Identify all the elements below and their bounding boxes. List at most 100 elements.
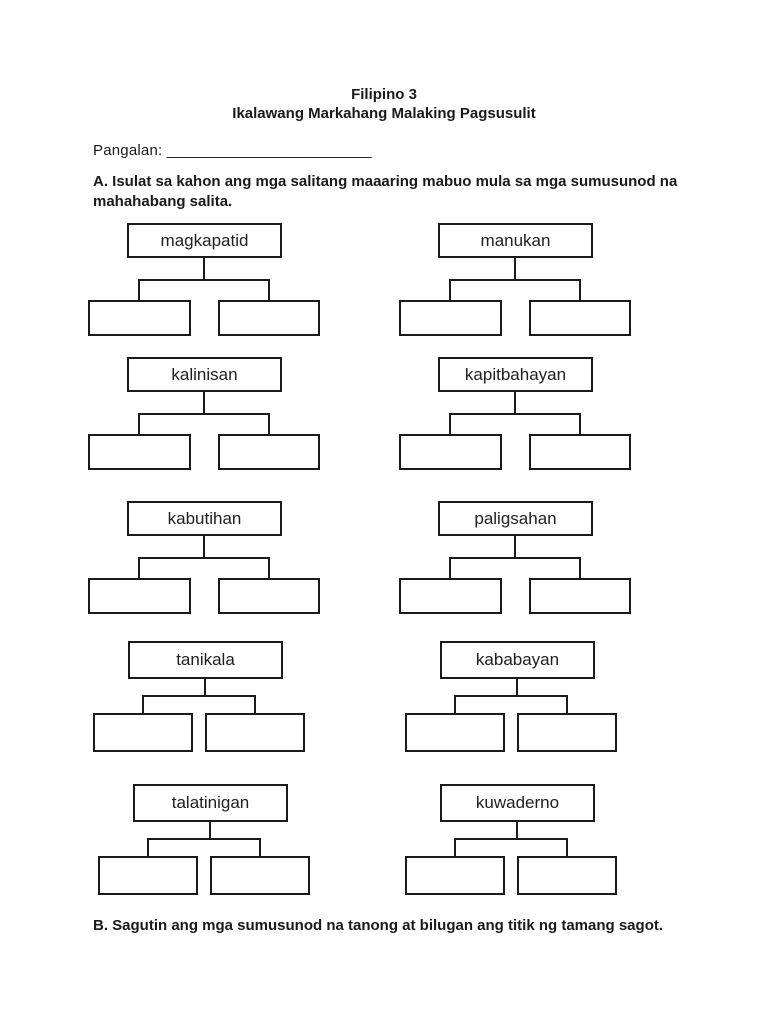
connector-stub xyxy=(204,679,206,695)
parent-word-box: kabutihan xyxy=(127,501,282,536)
connector-drop-left xyxy=(454,695,456,713)
word-tree-kababayan: kababayan xyxy=(399,641,634,754)
parent-word-box: paligsahan xyxy=(438,501,593,536)
connector-bar xyxy=(455,838,567,840)
connector-drop-right xyxy=(579,413,581,434)
connector-drop-right xyxy=(268,557,270,578)
parent-word-box: tanikala xyxy=(128,641,283,679)
word-tree-tanikala: tanikala xyxy=(87,641,322,754)
parent-word-label: kabutihan xyxy=(167,508,242,528)
parent-word-label: kuwaderno xyxy=(475,793,560,812)
name-label: Pangalan: xyxy=(93,142,163,159)
connector-bar xyxy=(450,557,581,559)
connector-bar xyxy=(450,279,581,281)
connector-bar xyxy=(139,557,270,559)
word-tree-kabutihan: kabutihan xyxy=(86,501,321,614)
connector-bar xyxy=(450,413,581,415)
connector-stub xyxy=(203,536,205,557)
answer-box-right xyxy=(529,578,631,614)
connector-bar xyxy=(139,413,270,415)
connector-stub xyxy=(516,679,518,695)
parent-word-box: kalinisan xyxy=(127,357,282,392)
parent-word-label: tanikala xyxy=(176,650,235,669)
section-b-instruction: B. Sagutin ang mga sumusunod na tanong a… xyxy=(93,916,733,936)
answer-box-left xyxy=(399,300,502,336)
connector-drop-right xyxy=(566,838,568,856)
page-title: Filipino 3 Ikalawang Markahang Malaking … xyxy=(0,85,768,123)
connector-stub xyxy=(514,258,516,279)
word-tree-talatinigan: talatinigan xyxy=(92,784,327,897)
answer-box-left xyxy=(399,578,502,614)
answer-box-left xyxy=(88,578,191,614)
answer-box-right xyxy=(218,300,320,336)
connector-drop-right xyxy=(579,279,581,300)
connector-drop-right xyxy=(566,695,568,713)
connector-bar xyxy=(143,695,255,697)
connector-drop-left xyxy=(142,695,144,713)
subject-title: Filipino 3 xyxy=(351,86,417,103)
connector-drop-left xyxy=(147,838,149,856)
answer-box-left xyxy=(88,300,191,336)
parent-word-label: paligsahan xyxy=(474,508,557,528)
connector-drop-right xyxy=(268,279,270,300)
answer-box-left xyxy=(405,856,505,895)
connector-drop-left xyxy=(454,838,456,856)
parent-word-label: kababayan xyxy=(475,650,560,669)
section-a-line1: A. Isulat sa kahon ang mga salitang maaa… xyxy=(93,173,678,190)
connector-drop-right xyxy=(259,838,261,856)
parent-word-box: kababayan xyxy=(440,641,595,679)
answer-box-left xyxy=(399,434,502,470)
connector-stub xyxy=(514,536,516,557)
answer-box-left xyxy=(88,434,191,470)
connector-stub xyxy=(514,392,516,413)
connector-drop-left xyxy=(138,557,140,578)
answer-box-right xyxy=(218,434,320,470)
parent-word-box: talatinigan xyxy=(133,784,288,822)
exam-title: Ikalawang Markahang Malaking Pagsusulit xyxy=(232,105,536,122)
answer-box-right xyxy=(517,856,617,895)
answer-box-left xyxy=(405,713,505,752)
word-tree-kalinisan: kalinisan xyxy=(86,357,321,470)
connector-drop-right xyxy=(268,413,270,434)
word-tree-magkapatid: magkapatid xyxy=(86,223,321,336)
parent-word-label: kapitbahayan xyxy=(464,364,567,384)
parent-word-label: magkapatid xyxy=(160,230,249,250)
connector-stub xyxy=(203,392,205,413)
connector-stub xyxy=(209,822,211,838)
connector-drop-left xyxy=(449,413,451,434)
answer-box-right xyxy=(210,856,310,895)
connector-bar xyxy=(455,695,567,697)
word-tree-kapitbahayan: kapitbahayan xyxy=(397,357,632,470)
connector-drop-right xyxy=(254,695,256,713)
section-a-instruction: A. Isulat sa kahon ang mga salitang maaa… xyxy=(93,172,693,212)
answer-box-right xyxy=(218,578,320,614)
answer-box-right xyxy=(529,300,631,336)
parent-word-label: talatinigan xyxy=(171,793,250,812)
section-a-line2: mahahabang salita. xyxy=(93,193,233,210)
connector-drop-left xyxy=(449,279,451,300)
parent-word-label: manukan xyxy=(480,230,551,250)
connector-stub xyxy=(516,822,518,838)
connector-drop-right xyxy=(579,557,581,578)
word-tree-manukan: manukan xyxy=(397,223,632,336)
connector-stub xyxy=(203,258,205,279)
connector-bar xyxy=(148,838,260,840)
word-tree-paligsahan: paligsahan xyxy=(397,501,632,614)
word-tree-kuwaderno: kuwaderno xyxy=(399,784,634,897)
connector-drop-left xyxy=(449,557,451,578)
answer-box-left xyxy=(98,856,198,895)
name-blank-line: ________________________ xyxy=(166,142,372,159)
parent-word-box: kuwaderno xyxy=(440,784,595,822)
answer-box-right xyxy=(529,434,631,470)
section-b-text: B. Sagutin ang mga sumusunod na tanong a… xyxy=(93,917,664,934)
parent-word-label: kalinisan xyxy=(171,364,238,384)
connector-bar xyxy=(139,279,270,281)
answer-box-right xyxy=(517,713,617,752)
name-line: Pangalan: ________________________ xyxy=(93,142,372,159)
parent-word-box: magkapatid xyxy=(127,223,282,258)
parent-word-box: manukan xyxy=(438,223,593,258)
connector-drop-left xyxy=(138,413,140,434)
answer-box-right xyxy=(205,713,305,752)
answer-box-left xyxy=(93,713,193,752)
